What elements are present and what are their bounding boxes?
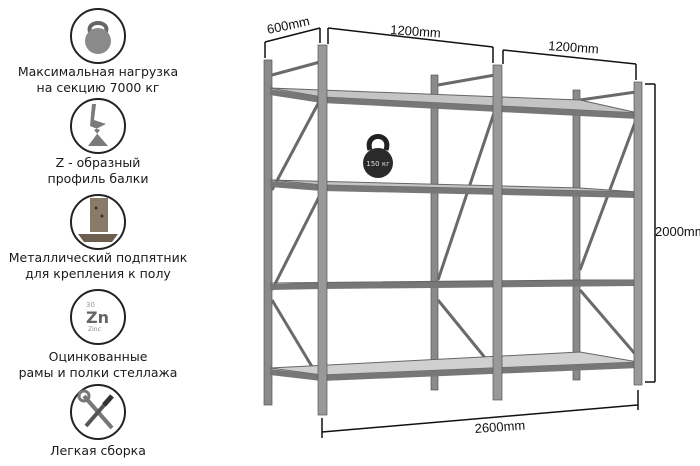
floor-foot-plate-icon [70, 194, 126, 250]
front-post-right [633, 81, 643, 386]
shelves [269, 87, 639, 376]
section-width-1-label: 1200mm [390, 22, 442, 40]
feature-line: Легкая сборка [50, 443, 146, 458]
feature-line: для крепления к полу [25, 266, 171, 281]
section-width-2-label: 1200mm [548, 38, 600, 56]
wrench-screwdriver-icon [70, 384, 126, 440]
feature-line: Металлический подпятник [8, 250, 188, 265]
zinc-symbol: Zn [86, 308, 109, 327]
feature-zinc-text: Оцинкованные рамы и полки стеллажа [0, 349, 196, 381]
zinc-name: Zinc [88, 326, 101, 333]
feature-line: Максимальная нагрузка [17, 64, 179, 79]
height-dimension-label: 2000mm [655, 224, 700, 239]
front-beams [269, 89, 639, 381]
feature-line: на секцию 7000 кг [36, 80, 160, 95]
feature-line: профиль балки [47, 171, 149, 186]
front-post-middle [492, 64, 503, 401]
front-post-left [317, 44, 328, 416]
total-width-dimension-label: 2600mm [474, 418, 526, 436]
zinc-number: 30 [86, 301, 95, 309]
feature-load-text: Максимальная нагрузка на секцию 7000 кг [0, 64, 196, 96]
feature-line: Z - образный [55, 155, 141, 170]
feature-line: Оцинкованные [48, 349, 148, 364]
z-profile-beam-icon [70, 98, 126, 154]
back-post-right [572, 89, 581, 381]
dimension-lines [264, 27, 656, 438]
feature-foot-text: Металлический подпятник для крепления к … [0, 250, 196, 282]
back-post-middle [430, 74, 439, 391]
feature-assembly-text: Легкая сборка [0, 443, 196, 459]
zinc-icon: 30 Zn Zinc [70, 289, 126, 345]
kettlebell-label: 150 кг [366, 160, 390, 168]
back-post-left [263, 59, 273, 406]
depth-dimension-label: 600mm [266, 13, 312, 37]
kettlebell-icon [70, 8, 126, 64]
feature-z-profile-text: Z - образный профиль балки [0, 155, 196, 187]
feature-line: рамы и полки стеллажа [18, 365, 178, 380]
kettlebell: 150 кг [363, 134, 393, 178]
side-braces [270, 60, 638, 381]
front-posts [317, 44, 643, 416]
back-posts [263, 59, 581, 406]
